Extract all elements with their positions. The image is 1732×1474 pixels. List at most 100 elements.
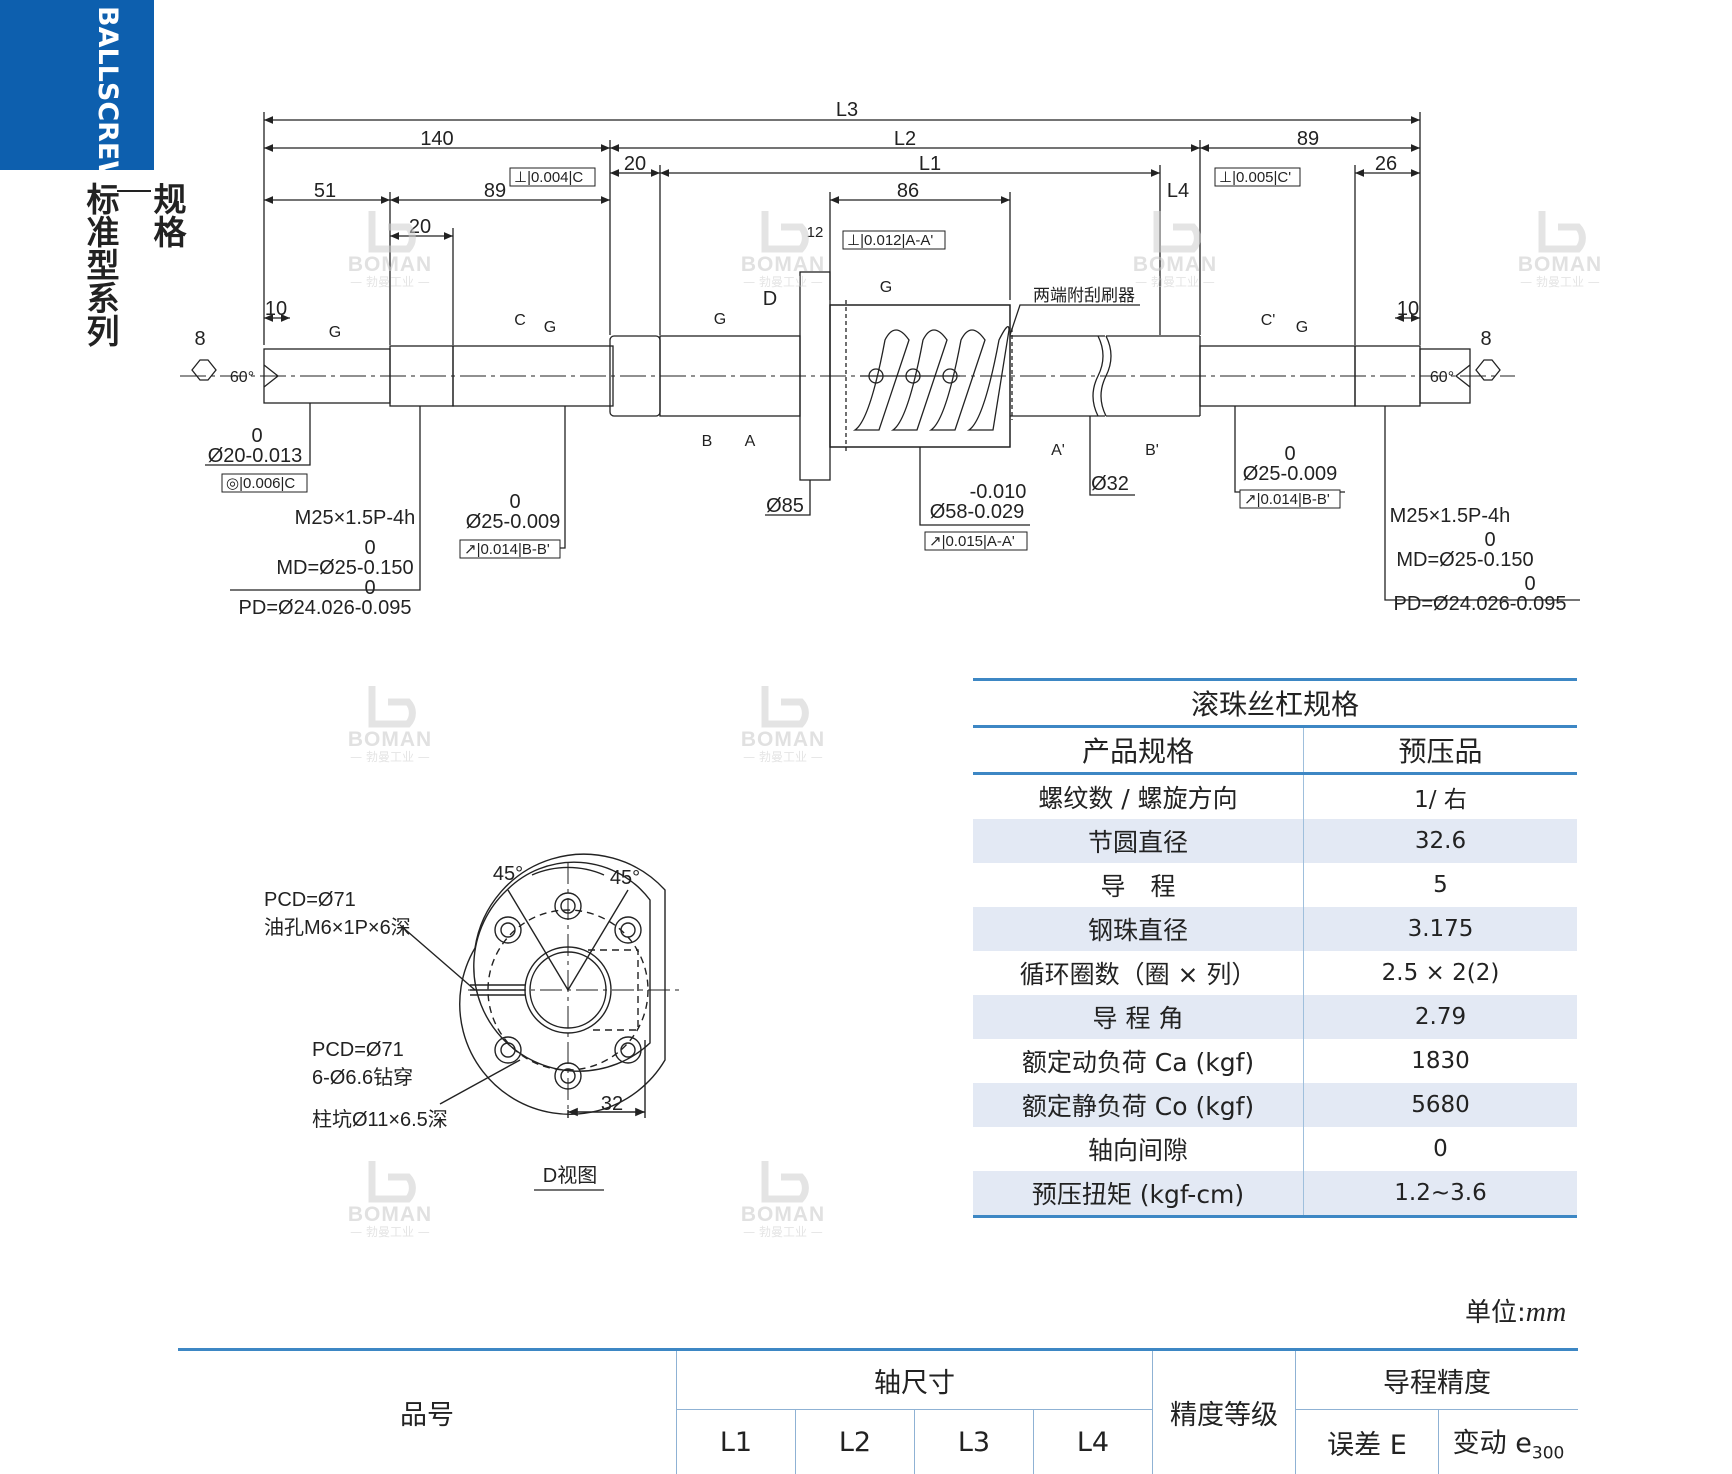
watermark-icon	[1528, 205, 1592, 255]
dview-oil-hole: 油孔M6×1P×6深	[264, 916, 411, 939]
dim-l3: L3	[836, 99, 858, 121]
col-l2: L2	[796, 1410, 915, 1474]
watermark-logo: BOMAN— 勃曼工业 —	[340, 205, 440, 295]
watermark-icon	[751, 680, 815, 730]
callout-bearing-left: Ø25-0.009	[466, 511, 561, 533]
callout-shaft-left: Ø20-0.013	[208, 445, 303, 467]
col-shaft-size: 轴尺寸	[677, 1350, 1153, 1410]
watermark-icon	[358, 680, 422, 730]
dim-26: 26	[1375, 153, 1397, 175]
label-a: A	[745, 433, 756, 450]
dview-caption: D视图	[543, 1164, 597, 1187]
watermark-logo: BOMAN— 勃曼工业 —	[340, 680, 440, 770]
label-b: B	[702, 433, 713, 450]
label-a-prime: A'	[1051, 442, 1065, 459]
col-part-no: 品号	[178, 1350, 677, 1474]
watermark-logo: BOMAN— 勃曼工业 —	[733, 680, 833, 770]
spec-row: 循环圈数（圈 × 列）2.5 × 2(2)	[973, 951, 1577, 995]
dim-89-right: 89	[1297, 128, 1319, 150]
tol-perp-c-prime: ⊥|0.005|C'	[1219, 169, 1291, 186]
tol-runout-bb-right: ↗|0.014|B-B'	[1244, 491, 1330, 508]
callout-nut: Ø58-0.029	[930, 501, 1025, 523]
callout-bearing-right: Ø25-0.009	[1243, 463, 1338, 485]
callout-md-right: MD=Ø25-0.150	[1396, 549, 1533, 571]
dim-8-left: 8	[194, 328, 205, 350]
unit-value: mm	[1526, 1297, 1566, 1328]
label-b-prime: B'	[1145, 442, 1159, 459]
watermark-logo: BOMAN— 勃曼工业 —	[340, 1155, 440, 1245]
watermark-logo: BOMAN— 勃曼工业 —	[733, 1155, 833, 1245]
unit-label: 单位:mm	[1465, 1292, 1566, 1329]
d-view-flange	[400, 854, 680, 1118]
col-lead-accuracy: 导程精度	[1296, 1350, 1579, 1410]
dim-10-right: 10	[1397, 298, 1419, 320]
tol-runout-aa: ↗|0.015|A-A'	[929, 533, 1015, 550]
spec-row: 预压扭矩 (kgf-cm)1.2~3.6	[973, 1171, 1577, 1217]
tol-conc-c: ◎|0.006|C	[226, 475, 295, 492]
dview-pcd-1: PCD=Ø71	[264, 889, 356, 911]
watermark-icon	[358, 205, 422, 255]
tol-perp-c: ⊥|0.004|C	[514, 169, 583, 186]
col-l1: L1	[677, 1410, 796, 1474]
watermark-logo: BOMAN— 勃曼工业 —	[1510, 205, 1610, 295]
dim-20-top: 20	[624, 153, 646, 175]
dview-dim-32: 32	[601, 1093, 623, 1115]
label-angle-left: 60°	[230, 369, 254, 386]
label-g-1: G	[329, 324, 341, 341]
label-g-4: G	[880, 279, 892, 296]
watermark-icon	[751, 1155, 815, 1205]
col-l4: L4	[1034, 1410, 1153, 1474]
callout-pd-zero-right: 0	[1524, 573, 1535, 595]
dview-holes: 6-Ø6.6钻穿	[312, 1066, 413, 1089]
dview-angle-left: 45°	[493, 863, 523, 885]
dim-89-left: 89	[484, 180, 506, 202]
callout-thread-right: M25×1.5P-4h	[1390, 505, 1511, 527]
label-g-3: G	[714, 311, 726, 328]
spec-row: 额定静负荷 Co (kgf)5680	[973, 1083, 1577, 1127]
callout-thread-left: M25×1.5P-4h	[295, 507, 416, 529]
tol-perp-aa: ⊥|0.012|A-A'	[847, 232, 933, 249]
callout-md-left: MD=Ø25-0.150	[276, 557, 413, 579]
col-grade: 精度等级	[1153, 1350, 1296, 1474]
tol-runout-bb-left: ↗|0.014|B-B'	[464, 541, 550, 558]
watermark-icon	[751, 205, 815, 255]
dim-l1: L1	[919, 153, 941, 175]
label-c-prime: C'	[1261, 312, 1276, 329]
callout-pd-right: PD=Ø24.026-0.095	[1394, 593, 1567, 615]
callout-nut-upper: -0.010	[970, 481, 1027, 503]
watermark-logo: BOMAN— 勃曼工业 —	[733, 205, 833, 295]
col-error-e: 误差 E	[1296, 1410, 1439, 1474]
label-c: C	[514, 312, 526, 329]
dimension-table: 品号 轴尺寸 精度等级 导程精度 L1 L2 L3 L4 误差 E 变动 e30…	[178, 1348, 1578, 1474]
dim-l2: L2	[894, 128, 916, 150]
dim-8-right: 8	[1480, 328, 1491, 350]
dim-10-left: 10	[265, 298, 287, 320]
callout-pd-zero-left: 0	[364, 577, 375, 599]
label-angle-right: 60°	[1430, 369, 1454, 386]
callout-md-zero-right: 0	[1484, 529, 1495, 551]
watermark-icon	[358, 1155, 422, 1205]
col-variation: 变动 e300	[1439, 1410, 1579, 1474]
col-l3: L3	[915, 1410, 1034, 1474]
watermark-logo: BOMAN— 勃曼工业 —	[1125, 205, 1225, 295]
callout-pd-left: PD=Ø24.026-0.095	[239, 597, 412, 619]
dview-angle-right: 45°	[610, 867, 640, 889]
dim-l4: L4	[1167, 180, 1189, 202]
callout-shaft-left-zero: 0	[251, 425, 262, 447]
spec-header-right: 预压品	[1304, 727, 1578, 774]
callout-bearing-left-zero: 0	[509, 491, 520, 513]
callout-md-zero-left: 0	[364, 537, 375, 559]
callout-flange: Ø85	[766, 495, 804, 517]
label-g-2: G	[544, 319, 556, 336]
callout-screw: Ø32	[1091, 473, 1129, 495]
dim-140: 140	[420, 128, 453, 150]
spec-row: 额定动负荷 Ca (kgf)1830	[973, 1039, 1577, 1083]
spec-title: 滚珠丝杠规格	[973, 680, 1577, 727]
dim-51: 51	[314, 180, 336, 202]
